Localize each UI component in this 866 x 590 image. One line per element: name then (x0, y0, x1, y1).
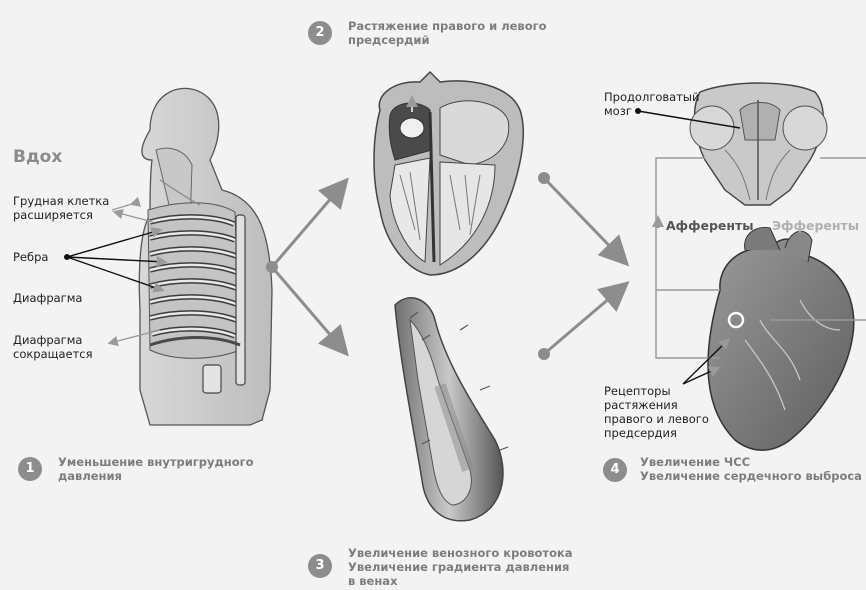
diaphragm-label: Диафрагма (13, 291, 82, 305)
torso-illustration (139, 88, 272, 425)
medulla-label: Продолговатый мозг (604, 90, 699, 118)
chest-expands-label: Грудная клетка расширяется (13, 194, 109, 222)
step-2-caption: Растяжение правого и левого предсердий (348, 19, 547, 47)
step-3-badge: 3 (308, 554, 332, 578)
step-3-caption: Увеличение венозного кровотока Увеличени… (348, 546, 573, 588)
afferents-label: Афференты (666, 218, 754, 233)
ribs-label: Ребра (13, 250, 48, 264)
vein-section-illustration (395, 298, 508, 521)
inhale-title: Вдох (13, 147, 62, 167)
receptors-label: Рецепторы растяжения правого и левого пр… (604, 384, 709, 440)
medulla-illustration (690, 83, 827, 205)
step-4-caption: Увеличение ЧСС Увеличение сердечного выб… (640, 455, 862, 483)
step-2-badge: 2 (308, 21, 332, 45)
step-1-caption: Уменьшение внутригрудного давления (58, 455, 254, 483)
heart-section-illustration (374, 72, 523, 275)
step-1-badge: 1 (18, 457, 42, 481)
heart-illustration (708, 227, 854, 450)
efferents-label: Эфференты (772, 218, 859, 233)
step-4-badge: 4 (603, 458, 627, 482)
diaphragm-contracts-label: Диафрагма сокращается (13, 333, 93, 361)
